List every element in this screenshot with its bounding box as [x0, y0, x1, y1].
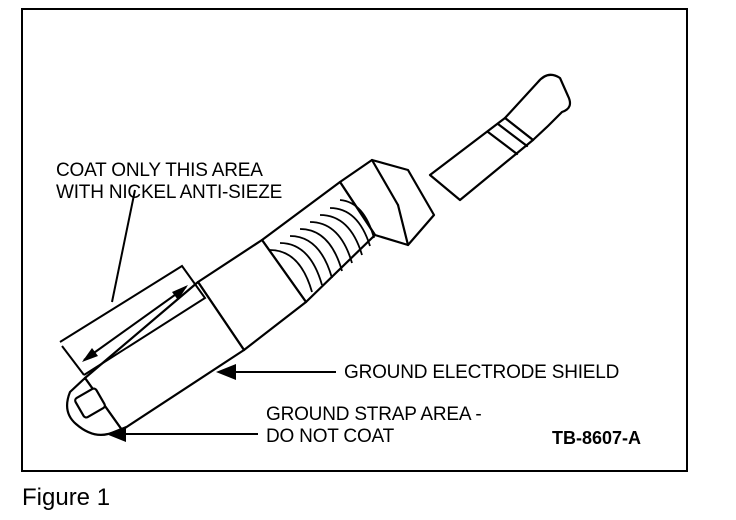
coat-area-bracket [59, 264, 207, 376]
figure-frame [21, 8, 688, 472]
leader-lines [111, 189, 336, 435]
thread-lines [269, 199, 375, 293]
terminal-stud [428, 116, 535, 202]
coat-callout-line-1: COAT ONLY THIS AREA [56, 160, 263, 181]
shield-callout: GROUND ELECTRODE SHIELD [344, 362, 620, 383]
strap-arrow-head [106, 426, 126, 442]
figure-caption: Figure 1 [22, 484, 111, 511]
coat-callout-line-2: WITH NICKEL ANTI-SIEZE [56, 182, 283, 203]
strap-callout-line-2: DO NOT COAT [266, 426, 394, 447]
reference-code: TB-8607-A [552, 428, 642, 448]
ground-strap [74, 387, 106, 419]
coat-arrow-head-left [82, 348, 98, 362]
coat-arrow-head-right [172, 285, 188, 300]
strap-callout-line-1: GROUND STRAP AREA - [266, 404, 482, 425]
shield-arrow-head [216, 364, 236, 380]
terminal-nut [503, 73, 572, 142]
